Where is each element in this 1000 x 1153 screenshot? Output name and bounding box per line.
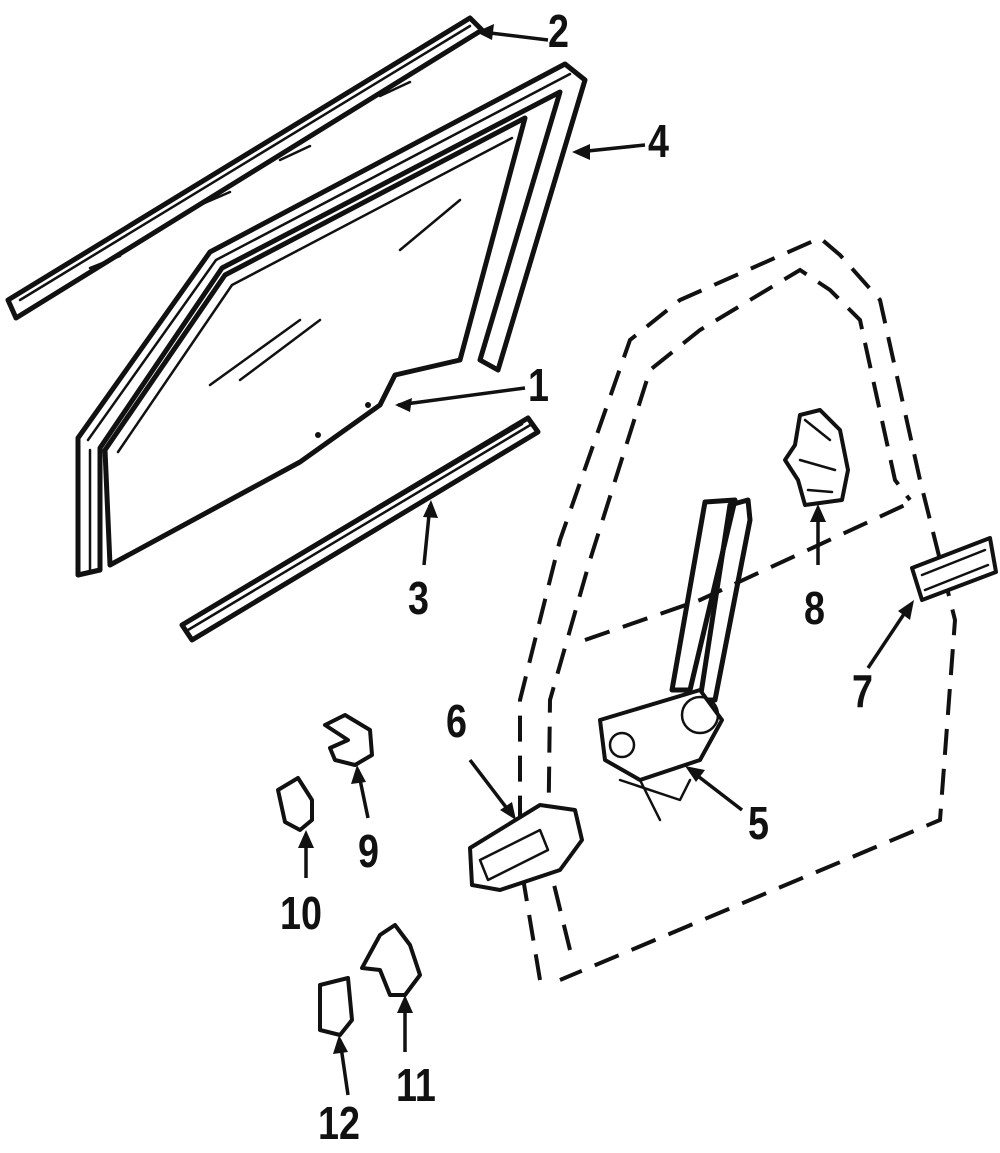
leader-lines bbox=[298, 24, 914, 1096]
callout-1: 1 bbox=[528, 359, 549, 411]
part-7-inside-handle[interactable] bbox=[910, 536, 998, 602]
callout-2: 2 bbox=[548, 5, 569, 57]
part-11-bracket[interactable] bbox=[360, 923, 422, 997]
callout-11: 11 bbox=[396, 1059, 436, 1111]
callout-9: 9 bbox=[358, 825, 379, 877]
callout-10: 10 bbox=[280, 887, 322, 939]
part-6-latch-assembly[interactable] bbox=[468, 803, 584, 892]
callout-5: 5 bbox=[748, 797, 769, 849]
part-8-lock-actuator[interactable] bbox=[783, 408, 850, 507]
part-4-run-channel[interactable] bbox=[75, 61, 588, 578]
callout-7: 7 bbox=[852, 665, 873, 717]
part-10-clip[interactable] bbox=[276, 776, 314, 832]
part-9-clip[interactable] bbox=[323, 713, 374, 767]
door-outline-dashed bbox=[518, 235, 958, 982]
callout-6: 6 bbox=[446, 695, 467, 747]
callout-3: 3 bbox=[408, 572, 429, 624]
callout-12: 12 bbox=[318, 1097, 360, 1149]
callout-8: 8 bbox=[804, 582, 825, 634]
part-12-plate[interactable] bbox=[318, 976, 354, 1037]
part-5-window-regulator[interactable] bbox=[598, 497, 753, 822]
part-3-inner-weatherstrip[interactable] bbox=[179, 415, 541, 643]
callout-4: 4 bbox=[648, 115, 669, 167]
part-1-door-glass[interactable] bbox=[102, 115, 528, 568]
